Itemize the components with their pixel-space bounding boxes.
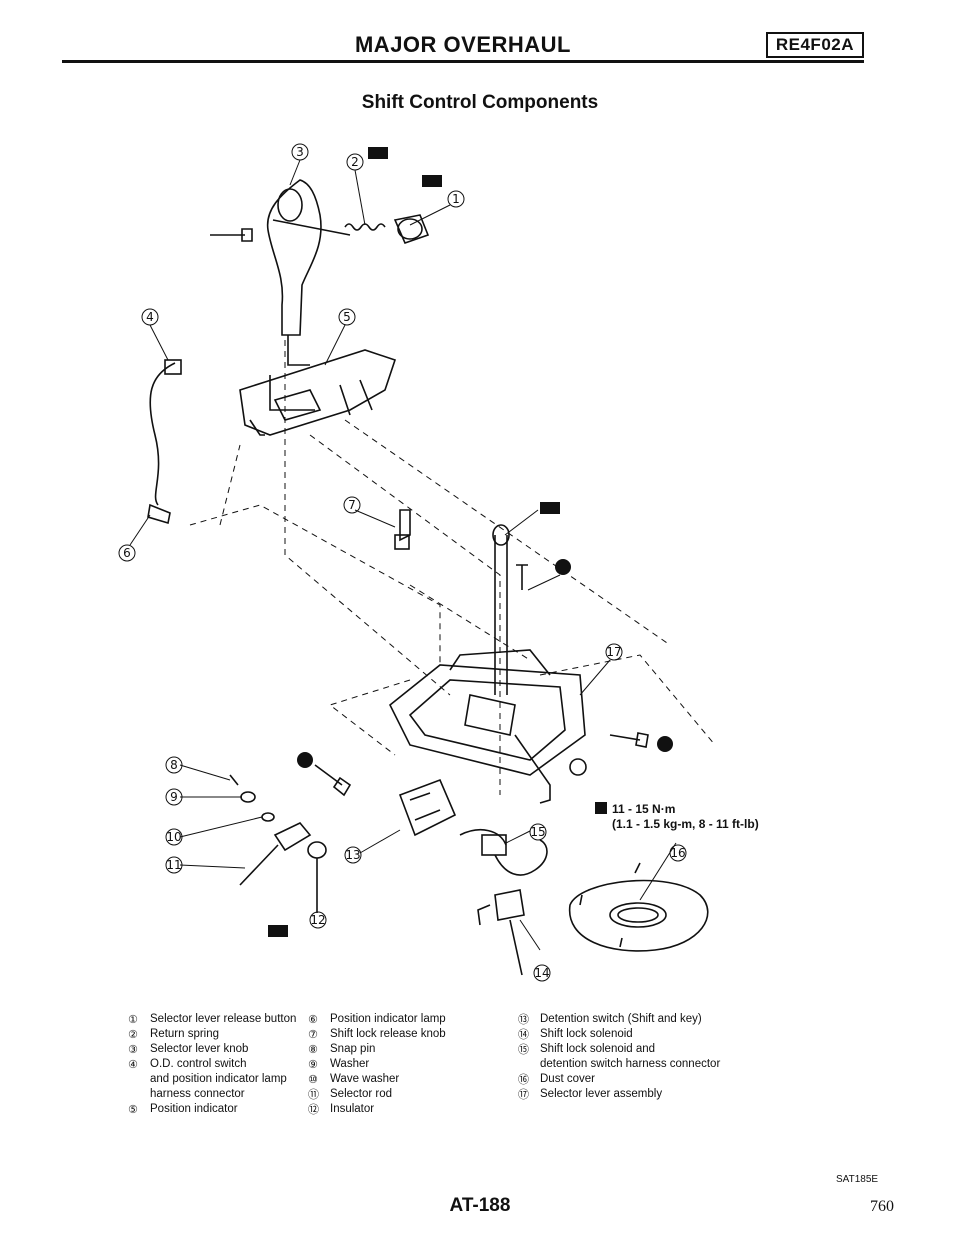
callout-15: 15 <box>530 825 545 839</box>
callout-2: 2 <box>351 155 359 169</box>
callout-9: 9 <box>170 790 178 804</box>
detention-switch <box>398 778 457 837</box>
knob-button-recess <box>277 188 303 222</box>
callout-13: 13 <box>345 848 360 862</box>
detention-switch-bolt <box>314 764 352 797</box>
torque-spec: 11 - 15 N·m (1.1 - 1.5 kg-m, 8 - 11 ft-l… <box>612 802 759 832</box>
position-indicator <box>239 349 397 436</box>
shift-lock-solenoid <box>494 889 525 921</box>
torque-icon <box>368 147 388 159</box>
assembly-nut <box>569 758 587 776</box>
selector-lever-shaft <box>494 535 508 695</box>
callout-8: 8 <box>170 758 178 772</box>
callout-17: 17 <box>606 645 621 659</box>
do-not-reuse-icon <box>297 752 313 768</box>
callout-12: 12 <box>310 913 325 927</box>
callout-10: 10 <box>166 830 181 844</box>
do-not-reuse-icon <box>555 559 571 575</box>
callout-5: 5 <box>343 310 351 324</box>
insulator <box>307 841 327 859</box>
page-code: AT-188 <box>449 1195 511 1216</box>
od-switch-harness <box>149 362 176 506</box>
dust-cover <box>568 879 709 952</box>
legend-item-continuation: harness connector <box>150 1088 245 1100</box>
legend-item-continuation: detention switch harness connector <box>540 1058 721 1070</box>
callout-4: 4 <box>146 310 154 324</box>
page-header: MAJOR OVERHAUL RE4F02A <box>62 26 864 66</box>
snap-pin <box>229 774 239 786</box>
od-switch-connector <box>164 359 182 375</box>
callout-3: 3 <box>296 145 304 159</box>
torque-alt: (1.1 - 1.5 kg-m, 8 - 11 ft-lb) <box>612 817 759 831</box>
torque-icon <box>595 802 607 814</box>
torque-icon <box>540 502 560 514</box>
torque-symbols <box>268 147 673 937</box>
model-badge: RE4F02A <box>765 32 864 58</box>
washer <box>240 791 256 803</box>
knob-screw <box>210 228 253 242</box>
page-number: 760 <box>870 1198 894 1215</box>
torque-value: 11 - 15 N·m <box>612 802 676 816</box>
callout-14: 14 <box>534 966 549 980</box>
figure-code: SAT185E <box>836 1174 879 1185</box>
selector-lever-knob <box>266 179 322 336</box>
assembly-bolt <box>609 732 649 748</box>
callout-11: 11 <box>166 858 181 872</box>
header-title: MAJOR OVERHAUL <box>354 32 571 57</box>
shift-lock-release-knob <box>399 509 411 542</box>
selector-lever-assembly <box>388 664 586 776</box>
shift-lock-solenoid-harness <box>494 839 548 876</box>
selector-rod <box>273 822 312 852</box>
callout-7: 7 <box>348 498 356 512</box>
exploded-view-diagram: 3 2 1 4 5 6 7 8 9 10 11 12 13 14 15 16 1… <box>118 143 716 982</box>
legend-item-continuation: and position indicator lamp <box>150 1073 287 1085</box>
torque-icon <box>422 175 442 187</box>
callout-16: 16 <box>670 846 685 860</box>
callout-1: 1 <box>452 192 460 206</box>
callout-6: 6 <box>123 546 131 560</box>
torque-icon <box>268 925 288 937</box>
do-not-reuse-icon <box>657 736 673 752</box>
indicator-lamp <box>147 503 171 525</box>
section-title: Shift Control Components <box>361 92 599 113</box>
wave-washer <box>261 812 275 822</box>
header-rule <box>62 60 864 63</box>
lever-bolt <box>516 564 528 590</box>
